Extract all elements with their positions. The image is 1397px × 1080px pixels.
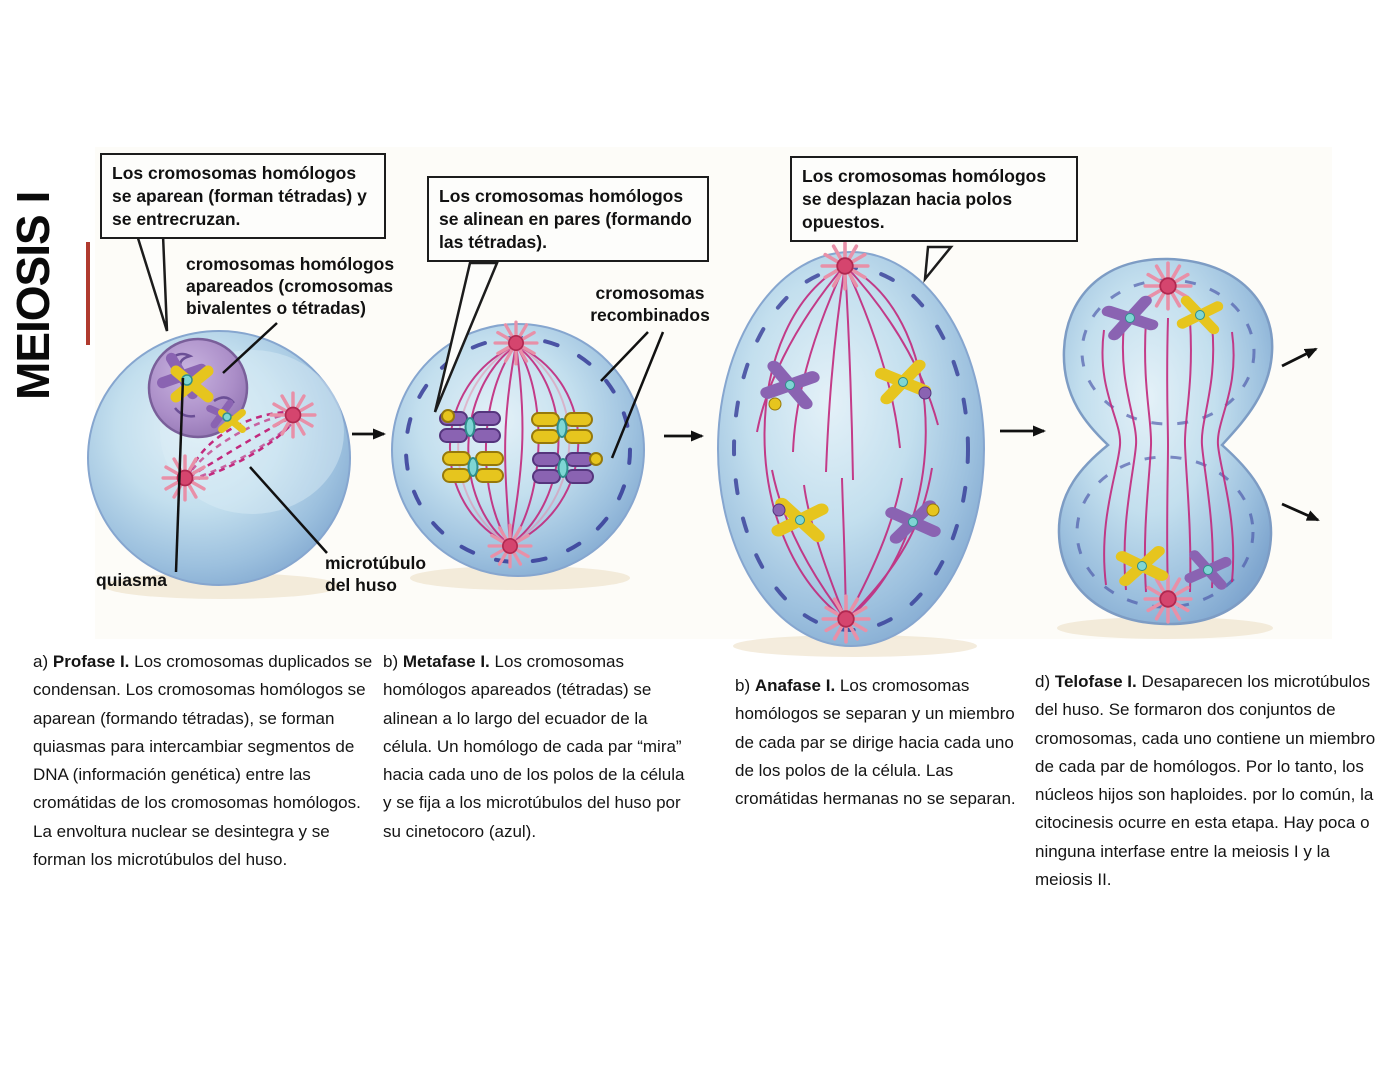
caption-prefix: a) — [33, 652, 49, 671]
label-microtubulo-del-huso: microtúbulo del huso — [325, 553, 427, 595]
cell-profase-1 — [87, 330, 351, 586]
caption-prefix: b) — [383, 652, 399, 671]
callout-anafase: Los cromosomas homólogos se desplazan ha… — [790, 156, 1078, 243]
arrow-up-right-icon — [1281, 347, 1318, 368]
caption-body: Desaparecen los microtúbulos del huso. S… — [1035, 672, 1376, 890]
caption-anafase: b) Anafase I. Los cromosomas homólogos s… — [735, 672, 1020, 813]
cell-metafase-1 — [391, 320, 645, 577]
caption-body: Los cromosomas homólogos apareados (tétr… — [383, 652, 685, 841]
recombined-segment — [441, 409, 455, 423]
caption-profase: a) Profase I. Los cromosomas duplicados … — [33, 648, 373, 874]
aligned-tetrads — [439, 409, 603, 484]
callout-pointers — [135, 233, 954, 413]
label-quiasma: quiasma — [96, 570, 167, 590]
chromosome-upper-left — [767, 367, 813, 411]
cell-telofase-1 — [1057, 257, 1274, 626]
tetrad-bivalent-small — [210, 403, 243, 429]
arrow-down-right-icon — [1281, 502, 1320, 522]
chromosome-lower-left — [773, 504, 822, 537]
centromere — [222, 412, 232, 422]
recombined-segment — [589, 452, 603, 466]
caption-stage: Metafase I. — [402, 652, 490, 671]
page-title: MEIOSIS I — [7, 191, 59, 400]
reforming-envelope-bottom — [1075, 455, 1255, 609]
midbody-fibers — [1101, 317, 1235, 595]
caption-stage: Telofase I. — [1054, 672, 1137, 691]
caption-stage: Anafase I. — [754, 676, 836, 695]
title-accent-line — [86, 242, 90, 345]
callout-profase: Los cromosomas homólogos se aparean (for… — [100, 153, 386, 240]
label-cromosomas-recombinados: cromosomas recombinados — [590, 283, 710, 325]
callout-metafase: Los cromosomas homólogos se alinean en p… — [427, 176, 709, 263]
caption-metafase: b) Metafase I. Los cromosomas homólogos … — [383, 648, 685, 846]
caption-body: Los cromosomas duplicados se condensan. … — [33, 652, 373, 870]
label-tetradas: cromosomas homólogos apareados (cromosom… — [186, 254, 395, 318]
chromosome-upper-right — [882, 365, 932, 399]
caption-prefix: b) — [735, 676, 751, 695]
spindle-fibers — [449, 344, 580, 546]
caption-stage: Profase I. — [52, 652, 130, 671]
caption-telofase: d) Telofase I. Desaparecen los microtúbu… — [1035, 668, 1387, 894]
stage-arrows — [352, 347, 1320, 522]
caption-prefix: d) — [1035, 672, 1051, 691]
cell-anafase-1 — [717, 241, 985, 647]
nucleus — [147, 337, 249, 439]
label-lines — [174, 322, 665, 573]
separating-chromosomes — [767, 365, 939, 538]
haploid-chromosome-sets — [1108, 301, 1226, 585]
chromosome-lower-right — [892, 504, 939, 538]
caption-body: Los cromosomas homólogos se separan y un… — [735, 676, 1016, 809]
